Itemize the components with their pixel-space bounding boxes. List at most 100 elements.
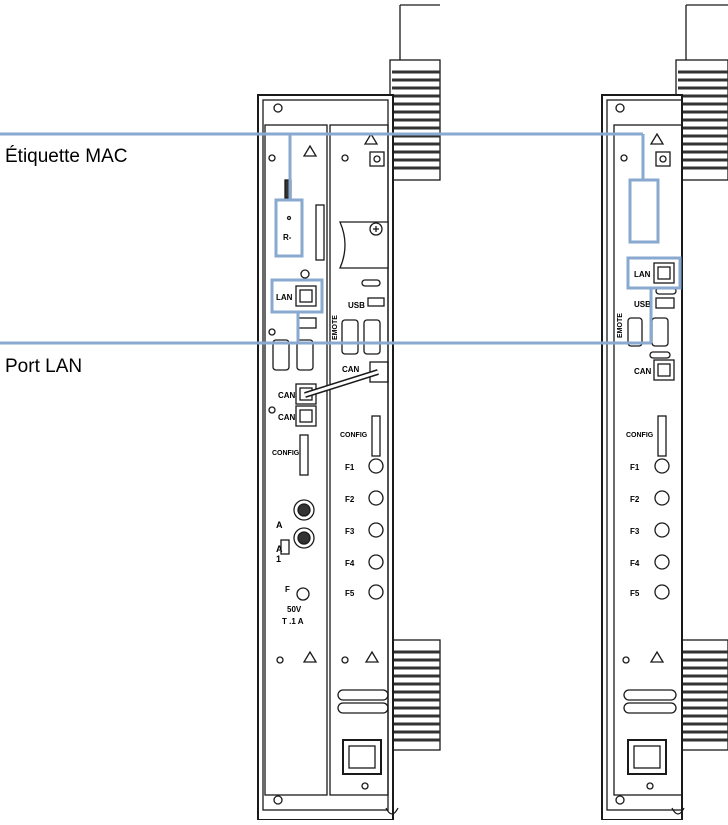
output-connector (368, 554, 384, 570)
output-label: F1 (630, 463, 640, 472)
usb-label: USB (634, 300, 651, 309)
output-label: F4 (345, 559, 355, 568)
lan-port-left (295, 285, 317, 307)
analog-label: A (276, 544, 283, 554)
fuse-label: F (285, 585, 290, 594)
output-connector (368, 458, 384, 474)
lan-port-right (653, 262, 675, 284)
output-connector (654, 458, 670, 474)
rs232-port (363, 319, 381, 355)
right-card (613, 124, 683, 796)
analog-output-connector (293, 527, 315, 549)
power-inlet-left (337, 689, 399, 815)
warning-icon (363, 132, 379, 145)
screw-icon (268, 154, 276, 162)
right-heatsink-top (675, 4, 728, 181)
serial-port (272, 339, 290, 371)
output-connectors-left: F1 F2 F3 F4 F5 (345, 458, 384, 600)
output-connector (654, 490, 670, 506)
output-connector (368, 584, 384, 600)
callouts (0, 132, 682, 345)
output-connector (368, 490, 384, 506)
screw-icon (341, 656, 349, 664)
config-label: CONFIG (340, 432, 368, 439)
lan-port-highlight-left (270, 278, 324, 314)
output-connector (654, 554, 670, 570)
lan-port-callout-text: Port LAN (5, 356, 83, 377)
output-label: F1 (345, 463, 355, 472)
output-label: F5 (345, 589, 355, 598)
can-label: CAN (342, 365, 360, 374)
remote-label: EMOTE (617, 313, 624, 338)
fuse-rating: T .1 A (282, 617, 304, 626)
warning-icon (649, 650, 665, 663)
svg-text:1: 1 (276, 554, 281, 564)
output-label: F5 (630, 589, 640, 598)
screw-icon (276, 656, 284, 664)
left-heatsink-bottom (389, 639, 441, 751)
screw-icon (300, 269, 310, 279)
warning-icon (649, 132, 665, 145)
plus-screw-icon (369, 222, 383, 236)
serial-port (296, 339, 314, 371)
output-connector (368, 522, 384, 538)
ground-terminal (369, 151, 385, 167)
warning-icon (302, 144, 318, 157)
flat-cable (339, 221, 389, 269)
fuse-holder (296, 587, 310, 601)
ground-terminal (655, 151, 671, 167)
warning-icon (302, 650, 318, 663)
output-label: F3 (345, 527, 355, 536)
output-connector (654, 522, 670, 538)
connector-strip (315, 204, 325, 261)
left-instrument: R- LAN USB EMOTE CAN CAN CAN (257, 4, 441, 821)
usb-port (655, 297, 675, 309)
fuse-rating: 50V (287, 605, 302, 614)
screw-icon (273, 795, 283, 805)
remote-label: EMOTE (332, 315, 339, 340)
can-label: CAN (278, 391, 296, 400)
output-label: F4 (630, 559, 640, 568)
screw-icon (615, 103, 625, 113)
usb-label: USB (348, 301, 365, 310)
left-card-1 (264, 124, 328, 796)
right-heatsink-bottom (675, 639, 728, 751)
warning-icon (364, 650, 380, 663)
config-switch (299, 434, 309, 476)
output-label: F2 (630, 495, 640, 504)
can-label: CAN (634, 367, 652, 376)
mac-label-callout-text: Étiquette MAC (5, 146, 128, 167)
can-port (295, 405, 317, 427)
usb-port (367, 297, 385, 307)
lan-port-highlight-right (626, 256, 682, 290)
lan-label-left: LAN (276, 293, 293, 302)
left-chassis (257, 94, 394, 821)
relay-label: R- (283, 233, 292, 242)
output-connector (654, 584, 670, 600)
can-label: CAN (278, 413, 296, 422)
screw-icon (615, 795, 625, 805)
screw-icon (622, 656, 630, 664)
screw-icon (620, 154, 628, 162)
screw-icon (341, 154, 349, 162)
screw-icon (273, 103, 283, 113)
analog-label: A (276, 520, 283, 530)
output-label: F3 (630, 527, 640, 536)
config-label: CONFIG (626, 432, 654, 439)
output-label: F2 (345, 495, 355, 504)
remote-port (341, 319, 359, 355)
config-switch (371, 415, 381, 457)
remote-port (627, 317, 643, 347)
config-switch (657, 415, 667, 457)
left-heatsink-top (389, 4, 441, 181)
power-inlet-right (623, 689, 685, 815)
right-instrument: LAN USB EMOTE CAN CONFIG F1 F2 F3 F4 F5 (601, 4, 728, 821)
can-port (653, 359, 675, 381)
left-card-2 (329, 124, 389, 796)
mac-label-highlight-left (274, 198, 304, 258)
config-label: CONFIG (272, 450, 300, 457)
lan-label-right: LAN (634, 270, 651, 279)
analog-output-connector (293, 499, 315, 521)
